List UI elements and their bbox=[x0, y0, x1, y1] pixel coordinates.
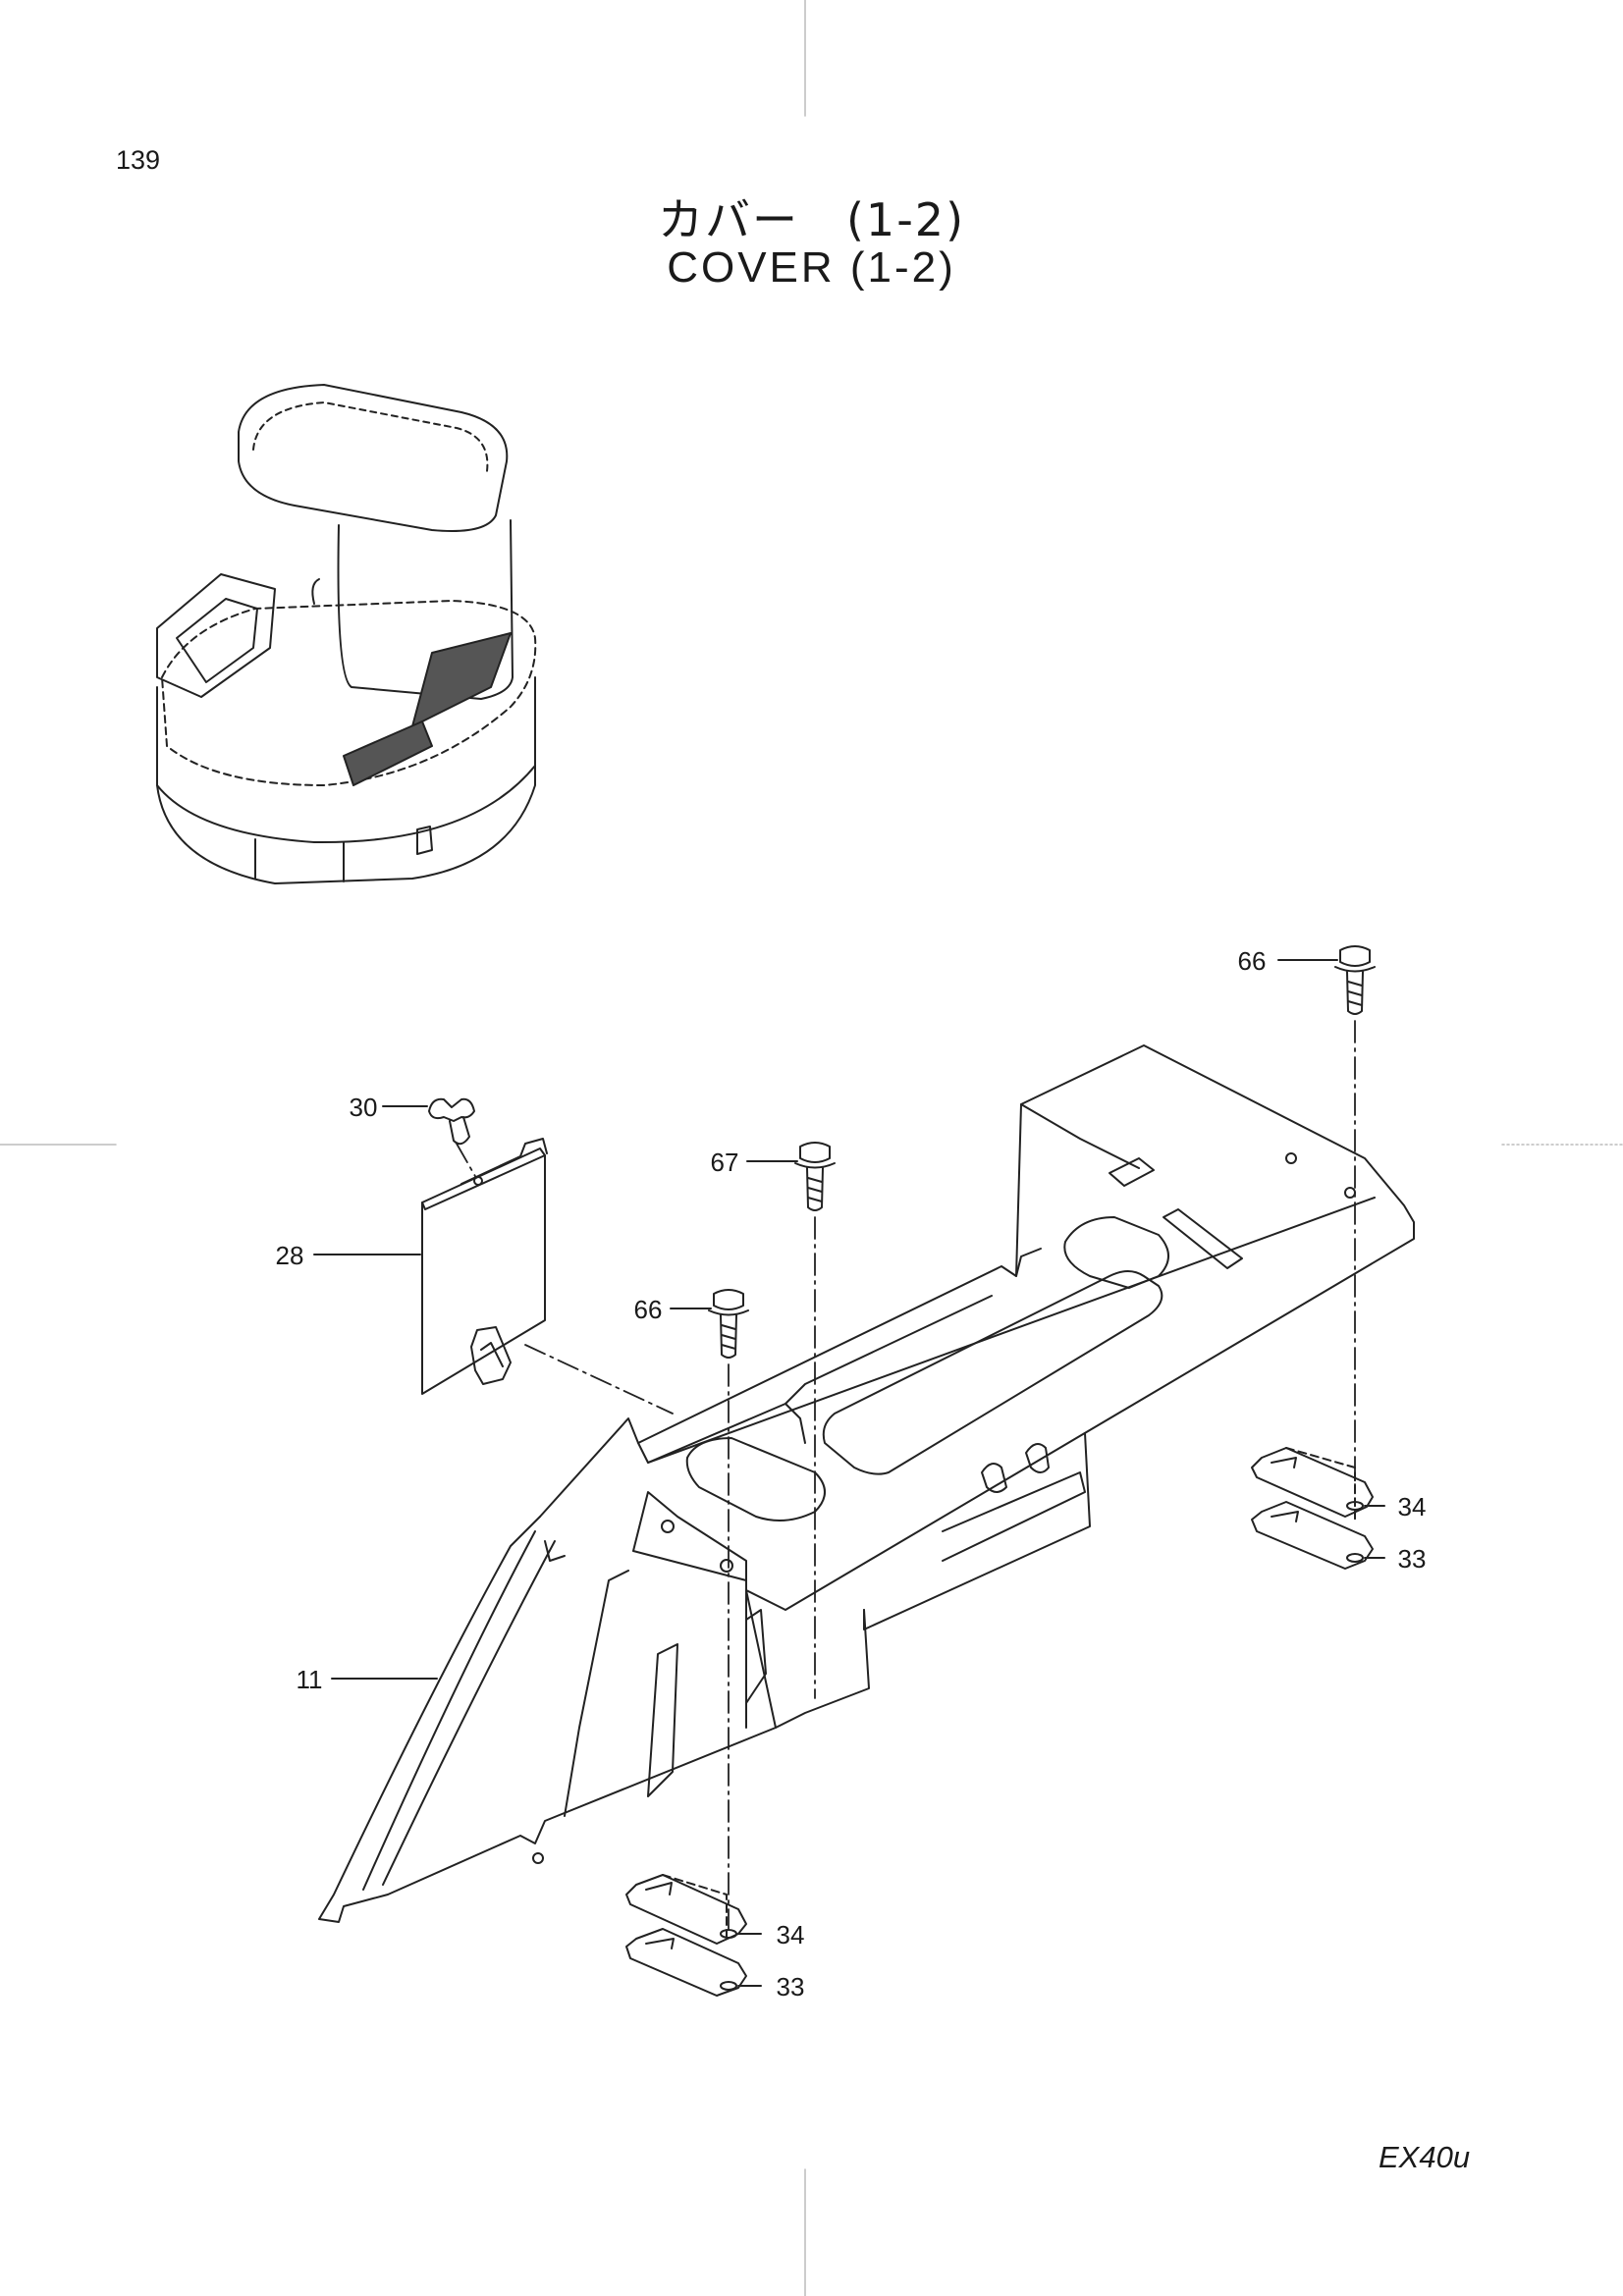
locator-overview-illustration bbox=[156, 384, 537, 884]
callout-28: 28 bbox=[276, 1241, 304, 1270]
callout-67: 67 bbox=[711, 1148, 739, 1177]
title-english: COVER (1-2) bbox=[667, 243, 956, 292]
callout-34-bottom: 34 bbox=[777, 1920, 805, 1949]
access-cover-part-28 bbox=[421, 1138, 548, 1395]
callout-labels: 66 30 67 28 66 34 33 11 34 33 bbox=[276, 946, 1427, 2002]
floor-cover-part-11 bbox=[318, 1044, 1415, 1923]
callout-34-right: 34 bbox=[1398, 1492, 1427, 1522]
bolt-part-66-mid bbox=[708, 1289, 749, 1359]
callout-30: 30 bbox=[350, 1093, 378, 1122]
bolt-part-67 bbox=[794, 1142, 836, 1211]
bolt-part-66-top bbox=[1334, 945, 1376, 1015]
wing-bolt-part-30 bbox=[428, 1097, 475, 1146]
callout-66-top: 66 bbox=[1238, 946, 1267, 976]
callout-33-bottom: 33 bbox=[777, 1972, 805, 2002]
page-number: 139 bbox=[116, 145, 161, 175]
callout-33-right: 33 bbox=[1398, 1544, 1427, 1574]
title-japanese: カバー (1-2) bbox=[657, 193, 966, 246]
leader-lines bbox=[313, 959, 1385, 1987]
callout-11: 11 bbox=[297, 1665, 323, 1694]
model-designation: EX40u bbox=[1379, 2140, 1471, 2174]
callout-66-mid: 66 bbox=[634, 1295, 663, 1324]
assembly-center-lines bbox=[456, 1020, 1356, 1930]
